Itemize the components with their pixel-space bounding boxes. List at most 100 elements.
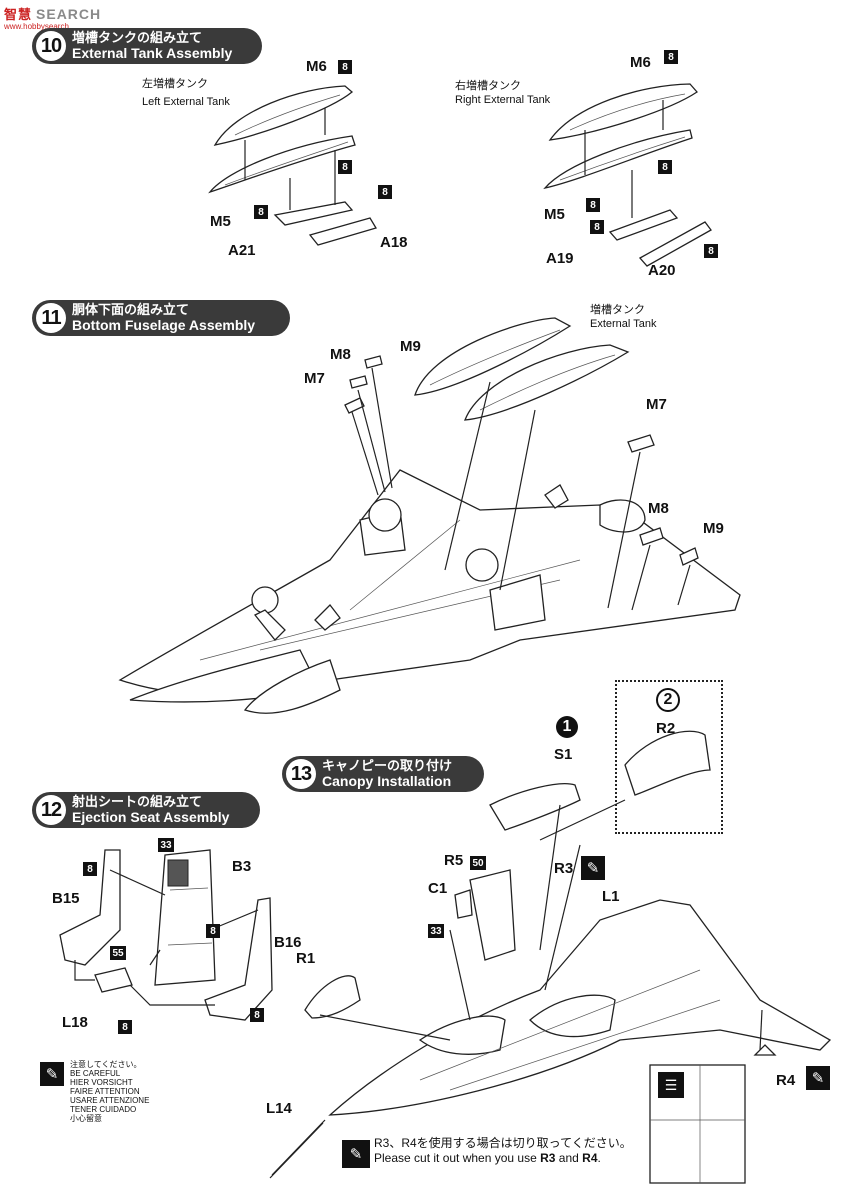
ejection-seat-drawing xyxy=(59,849,273,1021)
cut-icon: ✎ xyxy=(40,1062,64,1086)
caution-line: FAIRE ATTENTION xyxy=(70,1087,140,1096)
option-2-box xyxy=(615,680,723,834)
color-code-badge: 8 xyxy=(83,862,97,876)
cut-icon: ✎ xyxy=(806,1066,830,1090)
color-code-badge: 8 xyxy=(586,198,600,212)
part-label: L1 xyxy=(602,888,620,905)
color-code-badge: 8 xyxy=(206,924,220,938)
part-label: A21 xyxy=(228,242,256,259)
part-label: R2 xyxy=(656,720,676,737)
external-tank-jp: 増槽タンク xyxy=(590,304,645,316)
part-label: S1 xyxy=(554,746,573,763)
step-13-number: 13 xyxy=(286,759,316,789)
step-11-title-jp: 胴体下面の組み立て xyxy=(72,303,190,318)
part-label: R4 xyxy=(776,1072,796,1089)
color-code-badge: 8 xyxy=(664,50,678,64)
part-label: M6 xyxy=(630,54,651,71)
color-code-badge: 8 xyxy=(704,244,718,258)
cut-note-jp: R3、R4を使用する場合は切り取ってください。 xyxy=(374,1136,632,1150)
color-code-badge: 8 xyxy=(338,60,352,74)
step-13-title-en: Canopy Installation xyxy=(322,773,452,789)
part-label: M8 xyxy=(648,500,669,517)
caution-line: USARE ATTENZIONE xyxy=(70,1096,150,1105)
caution-line: BE CAREFUL xyxy=(70,1069,121,1078)
caution-line: HIER VORSICHT xyxy=(70,1078,133,1087)
cut-note-en-and: and xyxy=(555,1151,583,1165)
cut-note-en-r3: R3 xyxy=(540,1151,556,1165)
left-tank-jp: 左増槽タンク xyxy=(142,78,208,90)
decal-stripes-icon: ☰ xyxy=(658,1072,684,1098)
color-code-badge: 8 xyxy=(658,160,672,174)
external-tank-en: External Tank xyxy=(590,318,657,330)
right-tank-jp: 右増槽タンク xyxy=(455,80,521,92)
part-label: L14 xyxy=(266,1100,292,1117)
part-label: M7 xyxy=(646,396,667,413)
part-label: B15 xyxy=(52,890,80,907)
watermark-sub: www.hobbysearch xyxy=(4,22,69,31)
cut-note-en: Please cut it out when you use R3 and R4… xyxy=(374,1151,632,1166)
color-code-badge: 50 xyxy=(470,856,486,870)
part-label: M5 xyxy=(210,213,231,230)
caution-line: 小心留意 xyxy=(70,1114,102,1123)
color-code-badge: 33 xyxy=(428,924,444,938)
part-label: M8 xyxy=(330,346,351,363)
cut-note: R3、R4を使用する場合は切り取ってください。 Please cut it ou… xyxy=(374,1136,632,1166)
part-label: M5 xyxy=(544,206,565,223)
step-13-title-jp: キャノピーの取り付け xyxy=(322,759,453,774)
caution-line: 注意してください。 xyxy=(70,1060,142,1069)
step-10-title-jp: 増槽タンクの組み立て xyxy=(72,31,203,46)
part-label: M9 xyxy=(400,338,421,355)
cut-note-en-suffix: . xyxy=(597,1151,601,1165)
part-label: M6 xyxy=(306,58,327,75)
step-10-title-en: External Tank Assembly xyxy=(72,45,233,61)
watermark-text: SEARCH xyxy=(36,6,102,22)
part-label: L18 xyxy=(62,1014,88,1031)
right-tank-en: Right External Tank xyxy=(455,94,551,106)
part-label: A18 xyxy=(380,234,408,251)
cut-icon: ✎ xyxy=(342,1140,370,1168)
part-label: R1 xyxy=(296,950,316,967)
watermark-mark: 智慧 xyxy=(4,7,33,22)
part-label: A19 xyxy=(546,250,574,267)
color-code-badge: 8 xyxy=(254,205,268,219)
aircraft-bottom-drawing xyxy=(118,317,741,714)
option-2-badge: 2 xyxy=(656,688,680,712)
part-label: M7 xyxy=(304,370,325,387)
step-12-number: 12 xyxy=(36,795,66,825)
part-label: B16 xyxy=(274,934,302,951)
left-tank-drawing xyxy=(208,85,377,246)
cut-note-en-r4: R4 xyxy=(582,1151,598,1165)
part-label: B3 xyxy=(232,858,252,875)
color-code-badge: 8 xyxy=(378,185,392,199)
part-label: C1 xyxy=(428,880,448,897)
step-12-title-en: Ejection Seat Assembly xyxy=(72,809,230,825)
part-label: R3 xyxy=(554,860,574,877)
caution-block: 注意してください。 BE CAREFUL HIER VORSICHT FAIRE… xyxy=(70,1060,149,1123)
color-code-badge: 8 xyxy=(590,220,604,234)
caution-line: TENER CUIDADO xyxy=(70,1105,137,1114)
right-tank-drawing xyxy=(543,83,712,267)
cut-icon: ✎ xyxy=(581,856,605,880)
color-code-badge: 33 xyxy=(158,838,174,852)
step-12-title-jp: 射出シートの組み立て xyxy=(72,795,203,810)
part-label: M9 xyxy=(703,520,724,537)
color-code-badge: 8 xyxy=(118,1020,132,1034)
step-10-number: 10 xyxy=(36,31,66,61)
option-1-badge: 1 xyxy=(556,716,578,738)
left-tank-en: Left External Tank xyxy=(142,96,230,108)
step-11-title-en: Bottom Fuselage Assembly xyxy=(72,317,256,333)
part-label: A20 xyxy=(648,262,676,279)
color-code-badge: 8 xyxy=(338,160,352,174)
step-11-number: 11 xyxy=(36,303,66,333)
canopy-drawing xyxy=(269,730,832,1184)
color-code-badge: 8 xyxy=(250,1008,264,1022)
part-label: R5 xyxy=(444,852,464,869)
color-code-badge: 55 xyxy=(110,946,126,960)
cut-note-en-prefix: Please cut it out when you use xyxy=(374,1151,541,1165)
